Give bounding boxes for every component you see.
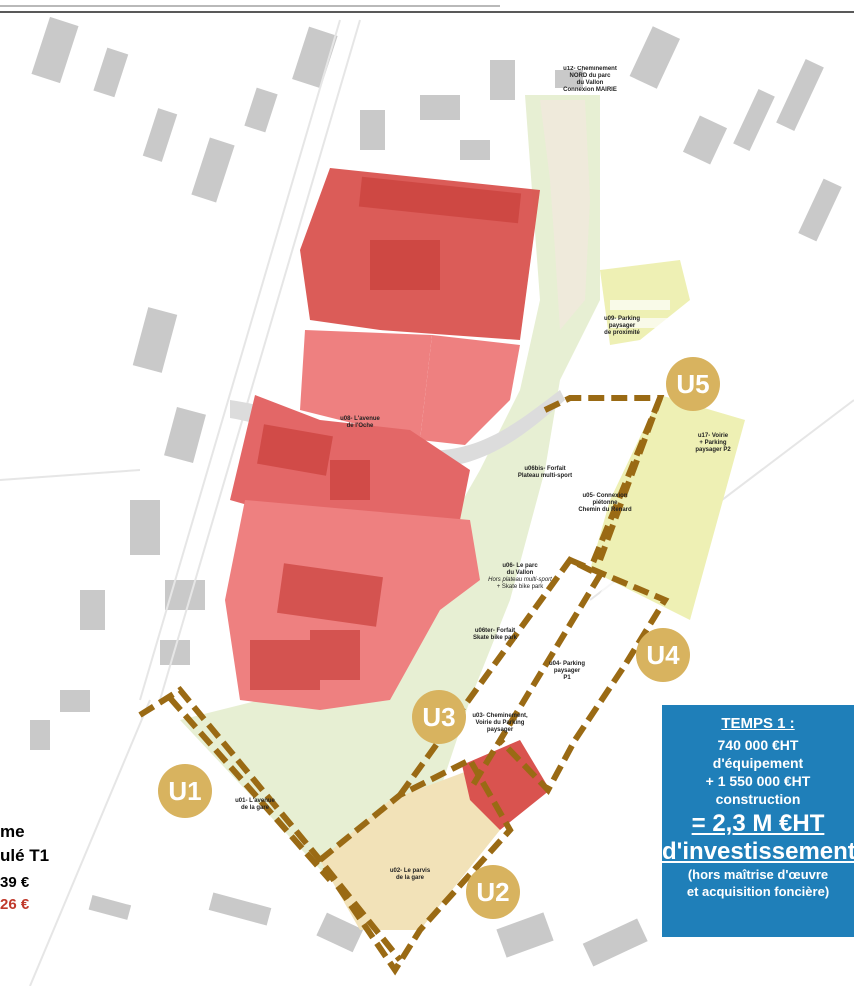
lot-buildings [250, 176, 522, 690]
badge-u2: U2 [466, 865, 520, 919]
station-forecourt [320, 770, 500, 930]
investment-note2: et acquisition foncière) [686, 884, 830, 899]
left-cropped-text: me ulé T1 39 € 26 € [0, 820, 49, 916]
badge-u4: U4 [636, 628, 690, 682]
north-path-area [540, 100, 590, 330]
badge-u1: U1 [158, 764, 212, 818]
left-text-value1: 39 € [0, 874, 30, 891]
investment-line1: 740 000 €HT [717, 737, 799, 753]
investment-title: TEMPS 1 : [721, 715, 795, 732]
investment-line3: + 1 550 000 €HT [705, 773, 811, 789]
left-text-line1: me [0, 822, 25, 841]
badge-u3: U3 [412, 690, 466, 744]
investment-summary-box: TEMPS 1 : 740 000 €HT d'équipement + 1 5… [662, 705, 854, 937]
left-text-value2: 26 € [0, 896, 30, 913]
investment-line2: d'équipement [712, 755, 804, 771]
avenue-oche-road [230, 390, 565, 469]
investment-line4: construction [715, 791, 801, 807]
perimeter-outlines [138, 395, 670, 976]
context-buildings [30, 16, 842, 967]
investment-total: = 2,3 M €HT [691, 810, 825, 837]
lot-mid-right [420, 335, 520, 445]
parking-p2 [590, 395, 745, 620]
investment-total-sub: d'investissement [662, 838, 854, 865]
parking-stalls [548, 300, 670, 731]
left-text-line2: ulé T1 [0, 846, 50, 865]
investment-note1: (hors maîtrise d'œuvre [687, 867, 829, 882]
lot-mid-left [300, 330, 432, 440]
badge-u5: U5 [666, 357, 720, 411]
